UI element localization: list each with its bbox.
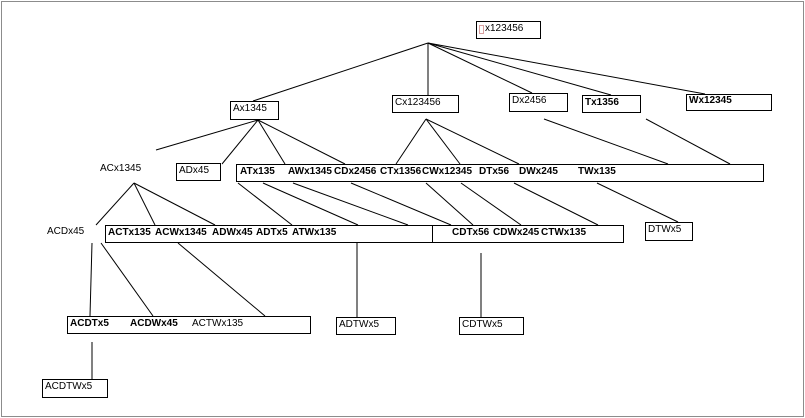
tree-edge (262, 182, 359, 226)
label-t: Tx1356 (585, 97, 619, 108)
label-tw: TWx135 (578, 166, 616, 177)
label-dt: DTx56 (479, 166, 510, 177)
node-level3-row-c (432, 225, 624, 243)
label-cw: CWx12345 (422, 166, 473, 177)
node-d (509, 93, 568, 112)
tree-edge (221, 119, 259, 165)
label-adw: ADWx45 (212, 227, 253, 238)
label-acw: ACWx1345 (155, 227, 207, 238)
node-level4-row (67, 316, 311, 334)
tree-edge (257, 119, 286, 165)
tree-edge (133, 182, 216, 226)
tree-edge (350, 182, 452, 226)
label-ctw: CTWx135 (541, 227, 587, 238)
tree-edge (177, 242, 266, 317)
node-adtw (336, 317, 396, 335)
node-c (392, 95, 459, 113)
label-a: Ax1345 (233, 103, 267, 114)
label-c: Cx123456 (395, 97, 441, 108)
label-adt: ADTx5 (256, 227, 288, 238)
node-t (582, 95, 641, 113)
label-ad: ADx45 (179, 165, 210, 176)
label-adtw: ADTWx5 (339, 319, 379, 330)
tree-edge (95, 182, 135, 226)
label-aw: AWx1345 (288, 166, 332, 177)
tree-edge (133, 182, 156, 226)
tree-edge (155, 119, 259, 151)
label-actw: ACTWx135 (192, 318, 244, 329)
label-acdt: ACDTx5 (70, 318, 109, 329)
node-root (476, 21, 541, 39)
tree-edge (100, 242, 154, 317)
tree-edge (425, 118, 461, 165)
label-d: Dx2456 (512, 95, 547, 106)
label-act: ACTx135 (108, 227, 151, 238)
node-dtw (645, 222, 693, 241)
label-ac: ACx1345 (100, 163, 142, 174)
label-cdt: CDTx56 (452, 227, 490, 238)
label-cdtw: CDTWx5 (462, 319, 503, 330)
node-a (230, 101, 279, 120)
empty-set-glyph (479, 25, 484, 34)
tree-edge (427, 42, 706, 95)
tree-edge (425, 118, 520, 165)
label-at: ATx135 (240, 166, 275, 177)
tree-edge (513, 182, 599, 226)
tree-edge (395, 118, 427, 165)
label-dw: DWx245 (519, 166, 558, 177)
label-dtw: DTWx5 (648, 224, 682, 235)
tree-edge (427, 42, 533, 94)
label-ct: CTx1356 (380, 166, 422, 177)
label-acdw: ACDWx45 (130, 318, 178, 329)
node-ad (176, 163, 221, 181)
tree-edge (460, 182, 522, 226)
label-acdtw: ACDTWx5 (45, 381, 93, 392)
tree-edge (543, 118, 669, 165)
tree-edge (257, 119, 346, 165)
label-atw: ATWx135 (292, 227, 337, 238)
tree-edge (252, 42, 429, 102)
node-level2-row (236, 164, 764, 182)
root-label: x123456 (485, 23, 524, 34)
label-w: Wx12345 (689, 95, 732, 106)
node-w (686, 94, 772, 111)
node-cdtw (459, 317, 524, 335)
node-acdtw (42, 379, 108, 398)
tree-edge (596, 182, 679, 223)
tree-edge (89, 242, 93, 317)
tree-edge (427, 42, 612, 96)
label-cdw: CDWx245 (493, 227, 540, 238)
label-acd: ACDx45 (47, 226, 85, 237)
tree-edge (237, 182, 293, 226)
tree-edge (425, 182, 474, 226)
tree-edge (645, 118, 731, 165)
tree-edge (292, 182, 409, 226)
label-cd: CDx2456 (334, 166, 377, 177)
